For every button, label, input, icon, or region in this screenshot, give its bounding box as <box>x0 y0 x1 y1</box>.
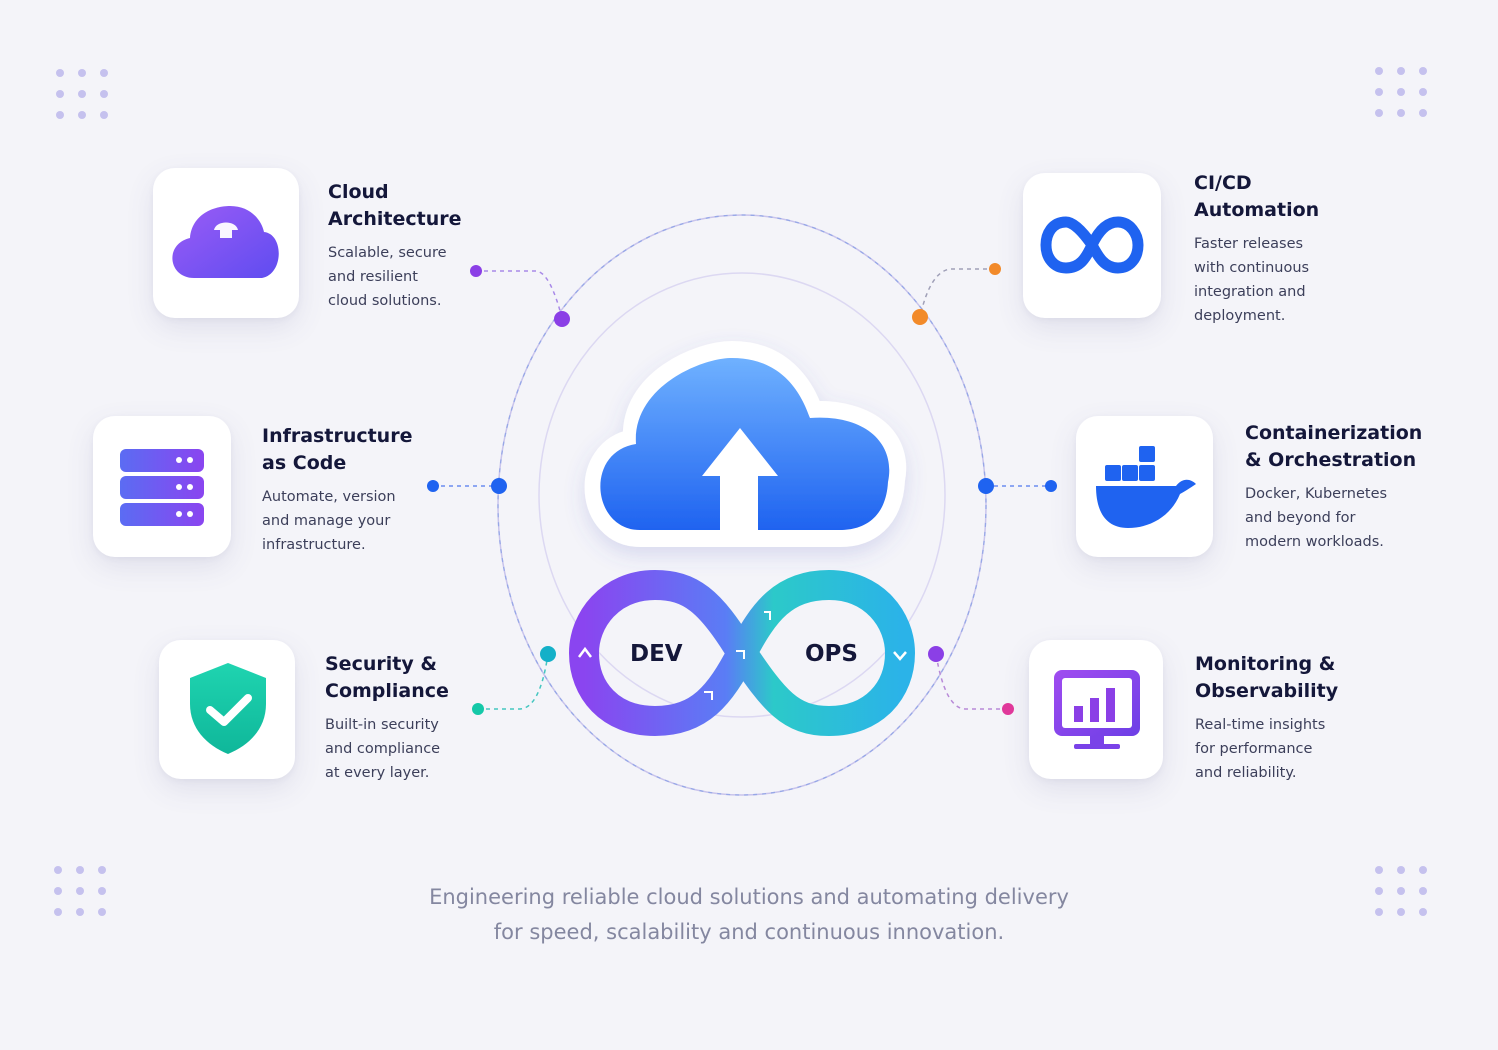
connector-cloud-architecture <box>476 270 563 319</box>
feature-title: Security & Compliance <box>325 653 449 702</box>
node-cloud-inner <box>554 311 570 327</box>
orbit-rings <box>497 214 987 796</box>
dev-label: DEV <box>630 641 683 667</box>
feature-infrastructure-as-code: Infrastructure as Code Automate, version… <box>262 423 422 557</box>
node-containers-outer <box>1045 480 1057 492</box>
cloud-upload-icon <box>584 341 907 547</box>
feature-containerization: Containerization & Orchestration Docker,… <box>1245 420 1445 554</box>
dot-grid-bottom-left <box>54 866 108 916</box>
ops-label: OPS <box>805 641 858 667</box>
feature-description: Docker, Kubernetes and beyond for modern… <box>1245 486 1388 550</box>
dot-grid-top-left <box>56 69 110 119</box>
card-infrastructure-as-code <box>93 416 231 557</box>
node-cicd-outer <box>989 263 1001 275</box>
node-monitoring-outer <box>1002 703 1014 715</box>
card-security-compliance <box>159 640 295 779</box>
node-security-inner <box>540 646 556 662</box>
feature-monitoring: Monitoring & Observability Real-time ins… <box>1195 651 1365 785</box>
node-iac-outer <box>427 480 439 492</box>
connector-security <box>478 653 549 710</box>
outer-orbit-dashed <box>497 214 987 796</box>
connector-monitoring <box>935 653 1008 710</box>
node-iac-inner <box>491 478 507 494</box>
node-monitoring-inner <box>928 646 944 662</box>
feature-title: Cloud Architecture <box>328 181 462 230</box>
feature-title: Containerization & Orchestration <box>1245 422 1423 471</box>
card-cloud-architecture <box>153 168 299 318</box>
feature-description: Real-time insights for performance and r… <box>1195 717 1326 781</box>
feature-title: Monitoring & Observability <box>1195 653 1339 702</box>
card-monitoring <box>1029 640 1163 779</box>
connectors <box>433 268 1051 710</box>
feature-title: CI/CD Automation <box>1194 172 1320 221</box>
connector-nodes <box>427 263 1057 715</box>
dot-grid-top-right <box>1375 67 1429 117</box>
feature-title: Infrastructure as Code <box>262 425 413 474</box>
caption: Engineering reliable cloud solutions and… <box>429 885 1069 944</box>
card-cicd-automation <box>1023 173 1161 318</box>
node-containers-inner <box>978 478 994 494</box>
feature-cloud-architecture: Cloud Architecture Scalable, secure and … <box>328 179 478 313</box>
feature-cicd-automation: CI/CD Automation Faster releases with co… <box>1194 170 1354 328</box>
card-containerization <box>1076 416 1213 557</box>
dot-grid-bottom-right <box>1375 866 1429 916</box>
inner-orbit <box>538 272 946 718</box>
feature-description: Faster releases with continuous integrat… <box>1194 236 1310 324</box>
feature-description: Built-in security and compliance at ever… <box>325 717 441 781</box>
outer-orbit <box>497 214 987 796</box>
feature-description: Scalable, secure and resilient cloud sol… <box>328 245 447 309</box>
connector-cicd <box>919 268 995 318</box>
node-cicd-inner <box>912 309 928 325</box>
feature-security-compliance: Security & Compliance Built-in security … <box>325 651 475 785</box>
feature-description: Automate, version and manage your infras… <box>262 489 396 553</box>
